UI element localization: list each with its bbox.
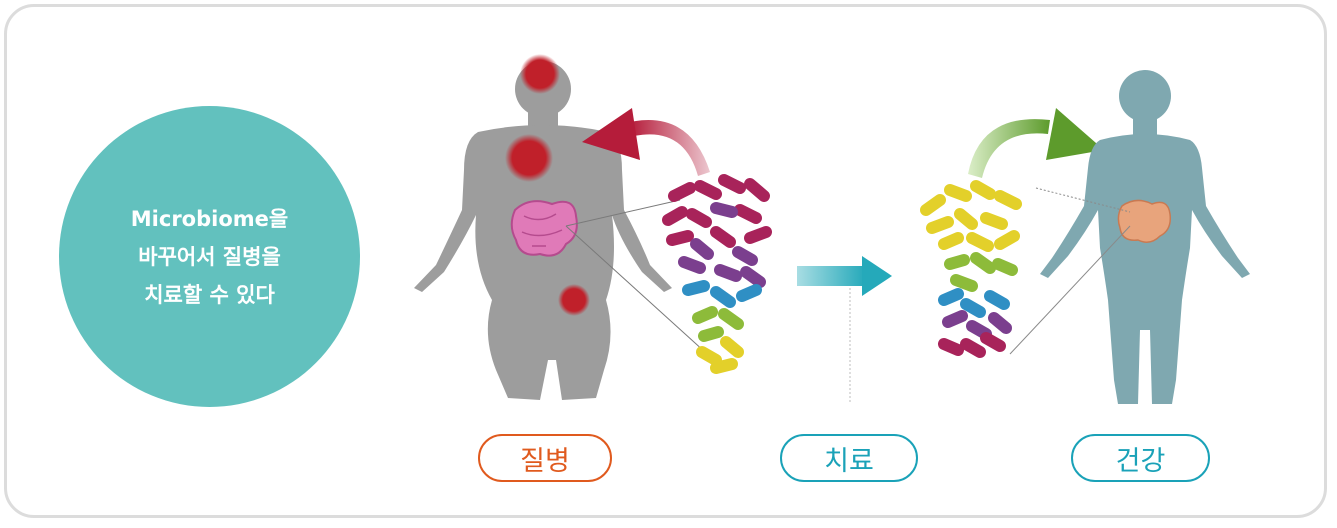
health-microbes-icon (926, 186, 1016, 352)
disease-label: 질병 (478, 434, 612, 482)
treatment-label: 치료 (780, 434, 918, 482)
health-label: 건강 (1071, 434, 1210, 482)
disease-microbes-icon (668, 180, 766, 368)
head-lesion (520, 54, 560, 94)
health-arrow-icon (968, 108, 1104, 178)
thigh-lesion (558, 284, 590, 316)
treatment-arrow-icon (797, 256, 892, 404)
chest-lesion (505, 134, 553, 182)
